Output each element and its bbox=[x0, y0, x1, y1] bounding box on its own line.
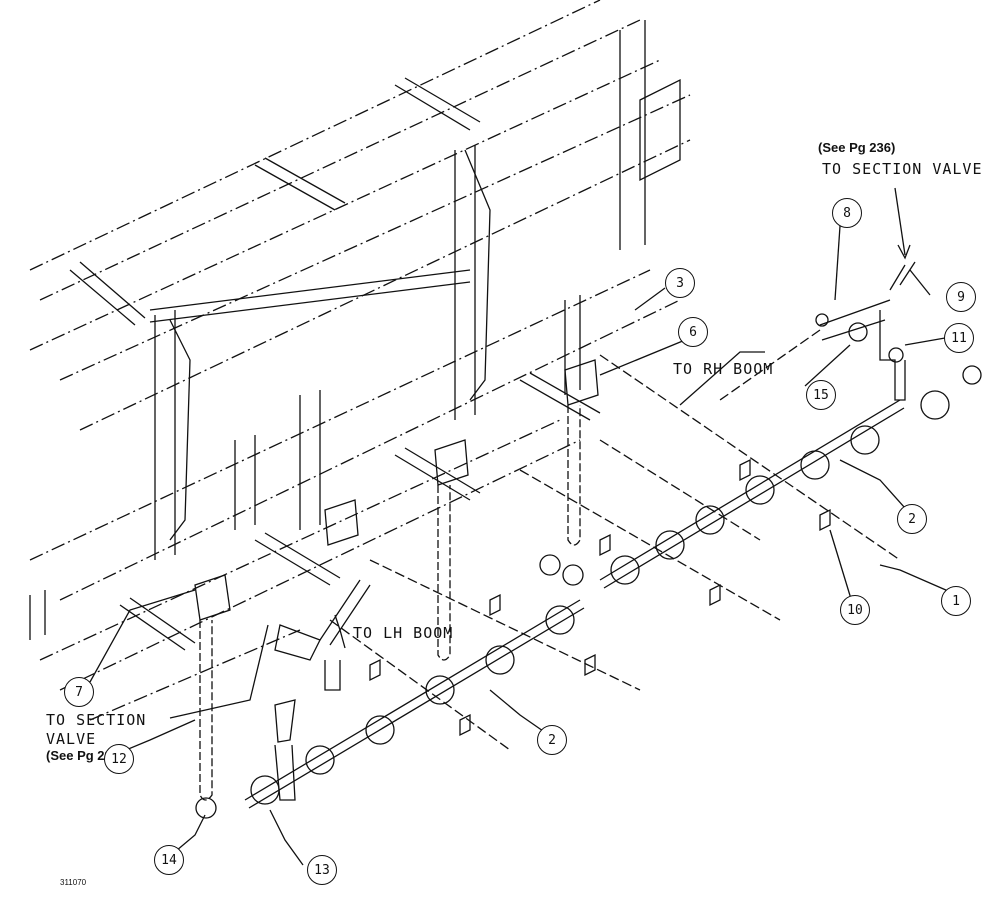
callout-6: 6 bbox=[678, 317, 708, 347]
callout-12: 12 bbox=[104, 744, 134, 774]
callout-3: 3 bbox=[665, 268, 695, 298]
callout-2-right: 2 bbox=[897, 504, 927, 534]
callout-11: 11 bbox=[944, 323, 974, 353]
callout-8: 8 bbox=[832, 198, 862, 228]
drawing-id: 311070 bbox=[60, 878, 87, 887]
valve-label-bottom: VALVE bbox=[46, 730, 97, 748]
callout-14: 14 bbox=[154, 845, 184, 875]
callout-2-left: 2 bbox=[537, 725, 567, 755]
to-rh-boom-label: TO RH BOOM bbox=[673, 360, 774, 378]
callout-7: 7 bbox=[64, 677, 94, 707]
callout-9: 9 bbox=[946, 282, 976, 312]
to-lh-boom-label: TO LH BOOM bbox=[353, 624, 454, 642]
see-page-236-note: (See Pg 236) bbox=[818, 140, 896, 155]
to-section-label-bottom: TO SECTION bbox=[46, 711, 147, 729]
callout-15: 15 bbox=[806, 380, 836, 410]
to-section-valve-label-top: TO SECTION VALVE bbox=[822, 160, 983, 178]
callout-1: 1 bbox=[941, 586, 971, 616]
see-page-238-note: (See Pg 238) bbox=[46, 748, 124, 763]
callout-13: 13 bbox=[307, 855, 337, 885]
callout-10: 10 bbox=[840, 595, 870, 625]
